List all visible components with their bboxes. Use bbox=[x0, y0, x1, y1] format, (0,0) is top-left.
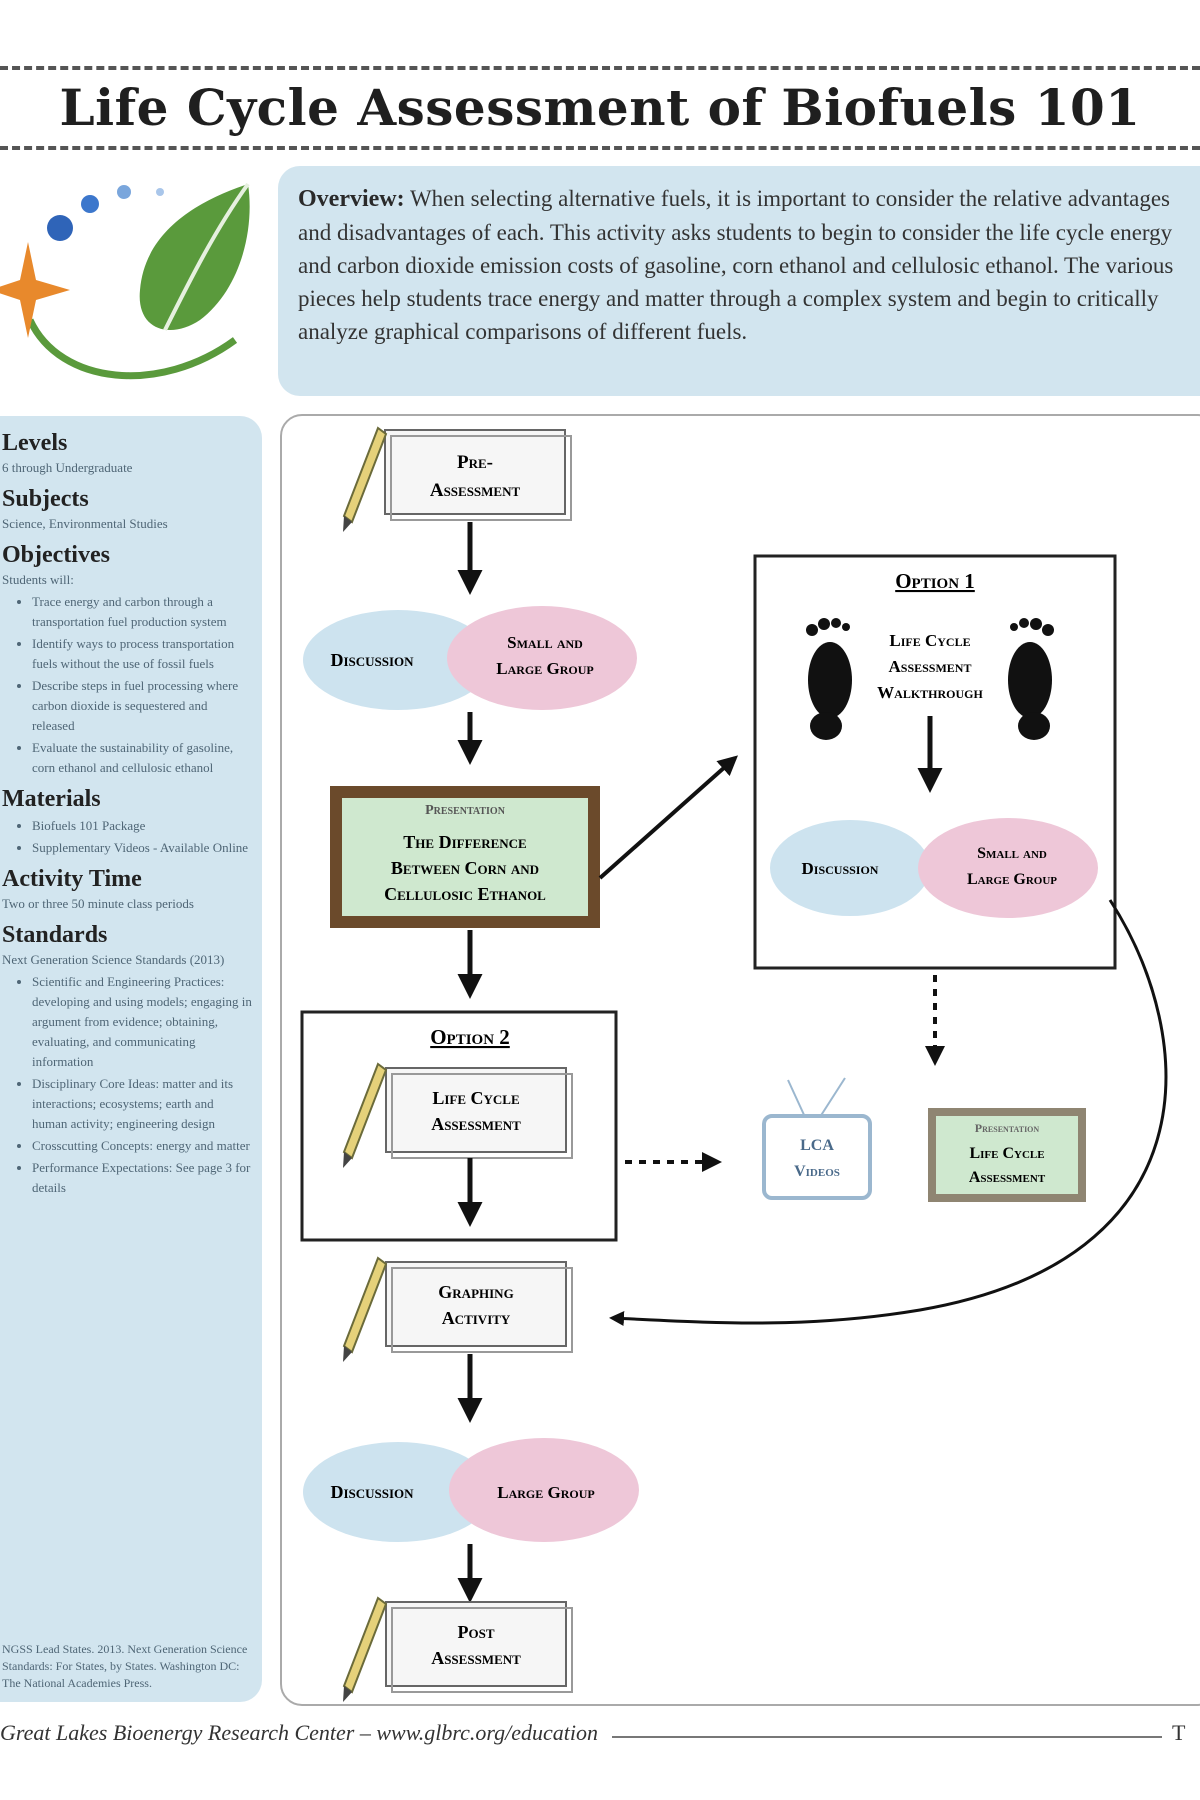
pencil-icon bbox=[342, 426, 388, 532]
list-item: Evaluate the sustainability of gasoline,… bbox=[32, 738, 252, 778]
list-item: Crosscutting Concepts: energy and matter bbox=[32, 1136, 252, 1156]
option1-box: Option 1 Life Cycle Assessment Walkthrou… bbox=[753, 554, 1117, 970]
graphing-activity-step: Graphing Activity bbox=[342, 1256, 573, 1362]
small-large-group-line2: Large Group bbox=[967, 871, 1057, 888]
materials-heading: Materials bbox=[2, 786, 101, 812]
pre-assessment-line1: Pre- bbox=[457, 452, 493, 473]
lca-videos-step: LCA Videos bbox=[762, 1077, 872, 1200]
footer-end-text: T bbox=[1172, 1720, 1186, 1745]
logo-dot-small bbox=[117, 185, 131, 199]
presentation-line2: Between Corn and bbox=[391, 858, 539, 878]
objectives-intro: Students will: bbox=[2, 572, 74, 587]
page-footer: Great Lakes Bioenergy Research Center – … bbox=[0, 1720, 1200, 1754]
logo-dot-large bbox=[47, 215, 73, 241]
standards-intro: Next Generation Science Standards (2013) bbox=[2, 952, 225, 967]
graphing-line1: Graphing bbox=[438, 1282, 513, 1302]
materials-list: Biofuels 101 Package Supplementary Video… bbox=[2, 816, 252, 858]
footer-rule bbox=[612, 1736, 1162, 1738]
graphing-line2: Activity bbox=[442, 1308, 511, 1328]
discussion-label: Discussion bbox=[330, 650, 414, 670]
flowchart-panel bbox=[280, 414, 1200, 1706]
list-item: Scientific and Engineering Practices: de… bbox=[32, 972, 252, 1072]
footprint-left-icon bbox=[806, 618, 852, 740]
presentation-line3: Cellulosic Ethanol bbox=[384, 884, 546, 904]
pre-assessment-line2: Assessment bbox=[430, 480, 521, 501]
pencil-icon bbox=[342, 1256, 388, 1362]
option1-title: Option 1 bbox=[895, 569, 975, 593]
activity-time-heading: Activity Time bbox=[2, 866, 142, 892]
standards-list: Scientific and Engineering Practices: de… bbox=[2, 972, 252, 1198]
list-item: Performance Expectations: See page 3 for… bbox=[32, 1158, 252, 1198]
list-item: Biofuels 101 Package bbox=[32, 816, 252, 836]
list-item: Identify ways to process transportation … bbox=[32, 634, 252, 674]
option2-title: Option 2 bbox=[430, 1025, 510, 1049]
post-assessment-step: Post Assessment bbox=[342, 1596, 573, 1702]
overview-box: Overview: When selecting alternative fue… bbox=[278, 166, 1200, 396]
footprint-right-icon bbox=[1008, 618, 1054, 740]
ngss-citation: NGSS Lead States. 2013. Next Generation … bbox=[2, 1642, 248, 1690]
presentation-line1: The Difference bbox=[403, 832, 526, 852]
glbrc-logo bbox=[0, 182, 250, 380]
presentation-caption: Presentation bbox=[425, 803, 506, 818]
post-assessment-line2: Assessment bbox=[431, 1648, 521, 1668]
option2-box: Option 2 Life Cycle Assessment bbox=[300, 1010, 618, 1242]
discussion-step-1: Discussion Small and Large Group bbox=[303, 606, 637, 710]
post-assessment-line1: Post bbox=[457, 1622, 494, 1642]
standards-heading: Standards bbox=[2, 922, 108, 948]
logo-star bbox=[0, 242, 70, 338]
subjects-heading: Subjects bbox=[2, 486, 89, 512]
pencil-icon bbox=[342, 1062, 388, 1168]
arrow-to-option1 bbox=[598, 755, 738, 880]
overview-label: Overview: bbox=[298, 186, 405, 212]
objectives-heading: Objectives bbox=[2, 542, 110, 568]
activity-time-text: Two or three 50 minute class periods bbox=[2, 896, 194, 911]
discussion-step-2: Discussion Large Group bbox=[303, 1438, 639, 1542]
walkthrough-line3: Walkthrough bbox=[877, 683, 983, 702]
title-dashed-rule bbox=[0, 146, 1200, 150]
pre-assessment-step: Pre- Assessment bbox=[342, 426, 572, 532]
large-group-label: Large Group bbox=[497, 1483, 594, 1502]
levels-text: 6 through Undergraduate bbox=[2, 460, 133, 475]
logo-dot-tiny bbox=[156, 188, 164, 196]
overview-text: When selecting alternative fuels, it is … bbox=[298, 186, 1174, 344]
objectives-list: Trace energy and carbon through a transp… bbox=[2, 592, 252, 778]
presentation-step: Presentation The Difference Between Corn… bbox=[330, 786, 600, 928]
small-large-group-line2: Large Group bbox=[496, 659, 593, 678]
presentation2-line1: Life Cycle bbox=[969, 1145, 1044, 1162]
page-title: Life Cycle Assessment of Biofuels 101 bbox=[59, 78, 1141, 137]
option2-line1: Life Cycle bbox=[432, 1088, 519, 1108]
discussion-label: Discussion bbox=[330, 1482, 414, 1502]
footer-text: Great Lakes Bioenergy Research Center – … bbox=[0, 1720, 598, 1745]
sidebar: Levels 6 through Undergraduate Subjects … bbox=[0, 416, 262, 1702]
list-item: Trace energy and carbon through a transp… bbox=[32, 592, 252, 632]
curved-return-arrow bbox=[609, 899, 1168, 1327]
presentation2-line2: Assessment bbox=[969, 1169, 1046, 1186]
small-large-group-line1: Small and bbox=[977, 845, 1047, 862]
lca-videos-line2: Videos bbox=[794, 1163, 840, 1180]
logo-dot-medium bbox=[81, 195, 99, 213]
walkthrough-line1: Life Cycle bbox=[889, 631, 970, 650]
presentation2-caption: Presentation bbox=[975, 1121, 1040, 1135]
lca-videos-line1: LCA bbox=[800, 1137, 834, 1154]
list-item: Describe steps in fuel processing where … bbox=[32, 676, 252, 736]
walkthrough-line2: Assessment bbox=[889, 657, 972, 676]
subjects-text: Science, Environmental Studies bbox=[2, 516, 168, 531]
list-item: Supplementary Videos - Available Online bbox=[32, 838, 252, 858]
pencil-icon bbox=[342, 1596, 388, 1702]
small-large-group-line1: Small and bbox=[507, 633, 583, 652]
tv-icon bbox=[762, 1077, 872, 1200]
top-dashed-rule bbox=[0, 66, 1200, 70]
option2-line2: Assessment bbox=[431, 1114, 521, 1134]
discussion-label: Discussion bbox=[802, 859, 879, 878]
list-item: Disciplinary Core Ideas: matter and its … bbox=[32, 1074, 252, 1134]
levels-heading: Levels bbox=[2, 430, 68, 456]
presentation-lca-step: Presentation Life Cycle Assessment bbox=[928, 1108, 1086, 1202]
